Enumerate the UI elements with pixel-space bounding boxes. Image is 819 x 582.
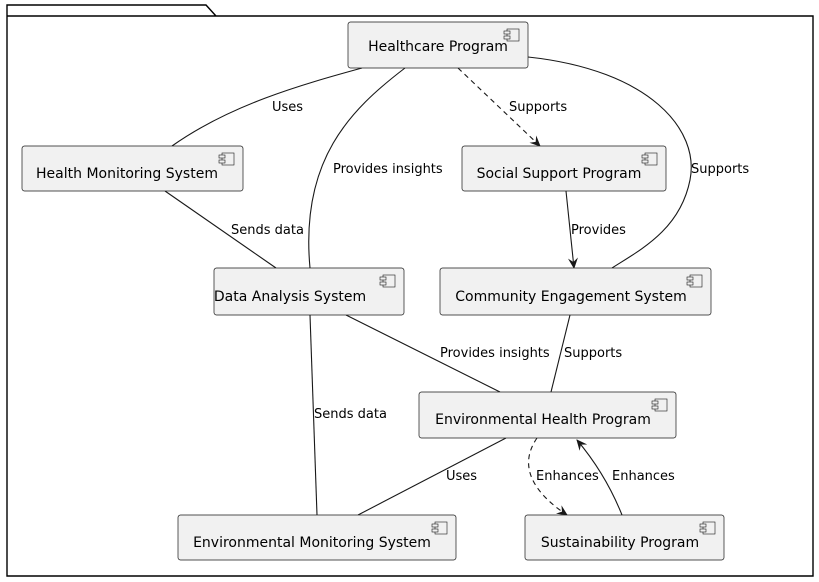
edge-label-supports: Supports <box>564 346 622 361</box>
component-icon <box>651 398 668 412</box>
node-label: Environmental Health Program <box>435 412 651 428</box>
node-label: Social Support Program <box>477 166 642 182</box>
component-icon <box>641 152 658 166</box>
node-health-monitoring-system[interactable]: Health Monitoring System <box>21 145 244 192</box>
node-social-support-program[interactable]: Social Support Program <box>461 145 667 192</box>
edge-label-enhances: Enhances <box>612 469 675 484</box>
edge-env-health-sustainability <box>528 437 568 516</box>
node-community-engagement-system[interactable]: Community Engagement System <box>439 267 712 316</box>
edge-healthcare-community <box>527 56 692 269</box>
node-sustainability-program[interactable]: Sustainability Program <box>524 514 725 561</box>
component-icon <box>503 28 520 42</box>
node-healthcare-program[interactable]: Healthcare Program <box>347 21 529 69</box>
edges <box>164 56 692 516</box>
edge-label-supports: Supports <box>509 100 567 115</box>
component-icon <box>699 521 716 535</box>
edge-env-health-env-monitoring <box>357 437 507 516</box>
edge-label-enhances: Enhances <box>536 469 599 484</box>
node-label: Healthcare Program <box>368 39 508 55</box>
edge-label-sends-data: Sends data <box>231 223 304 238</box>
edge-data-analysis-env-monitoring <box>309 314 318 516</box>
component-icon <box>218 152 235 166</box>
component-icon <box>686 274 703 288</box>
edge-data-analysis-env-health <box>345 314 501 393</box>
edge-community-env-health <box>550 314 571 393</box>
edge-label-uses: Uses <box>446 469 477 484</box>
component-icon <box>379 274 396 288</box>
edge-healthcare-social-support <box>457 67 541 147</box>
edge-label-supports: Supports <box>691 162 749 177</box>
node-label: Health Monitoring System <box>36 166 218 182</box>
edge-healthcare-data-analysis <box>308 67 406 269</box>
edge-label-uses: Uses <box>272 100 303 115</box>
edge-label-sends-data: Sends data <box>314 407 387 422</box>
node-label: Environmental Monitoring System <box>193 535 431 551</box>
node-label: Community Engagement System <box>455 289 686 305</box>
node-label: Sustainability Program <box>541 535 699 551</box>
edge-label-provides: Provides <box>571 223 626 238</box>
edge-social-support-community <box>565 190 578 269</box>
edge-healthcare-health-monitoring <box>171 67 363 147</box>
edge-sustainability-env-health <box>576 439 623 516</box>
edge-labels: Uses Provides insights Supports Supports… <box>231 100 749 484</box>
edge-label-provides-insights: Provides insights <box>440 346 550 361</box>
node-environmental-health-program[interactable]: Environmental Health Program <box>418 391 677 439</box>
node-environmental-monitoring-system[interactable]: Environmental Monitoring System <box>177 514 457 561</box>
edge-health-monitoring-data-analysis <box>164 190 277 269</box>
component-icon <box>431 521 448 535</box>
node-label: Data Analysis System <box>214 289 366 305</box>
node-data-analysis-system[interactable]: Data Analysis System <box>213 267 405 316</box>
edge-label-provides-insights: Provides insights <box>333 162 443 177</box>
